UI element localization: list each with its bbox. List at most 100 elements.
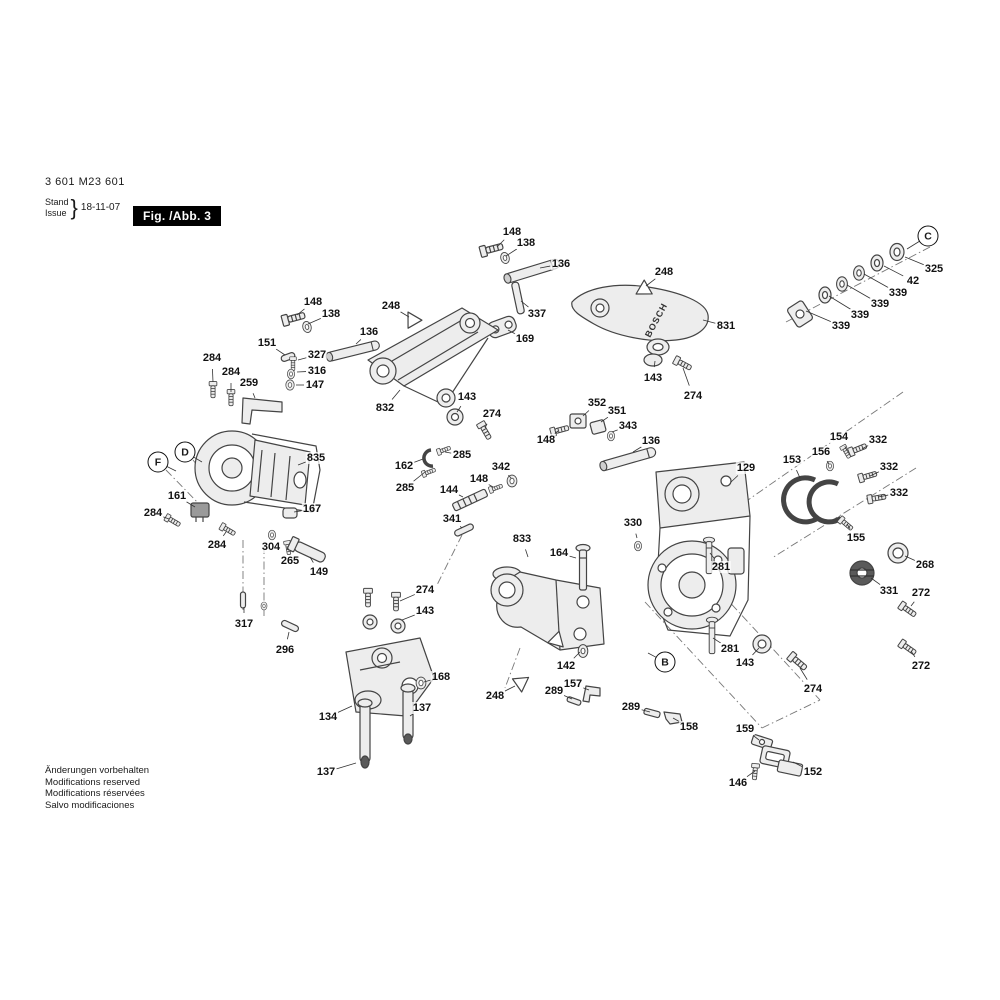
part-number-label: 289 — [620, 701, 642, 713]
part-number-label: 342 — [490, 461, 512, 473]
part-number-label: 332 — [867, 434, 889, 446]
part-number-label: 274 — [682, 390, 704, 402]
figure-badge: Fig. /Abb. 3 — [133, 206, 222, 226]
part-number-label: 284 — [201, 352, 223, 364]
callout-D: D — [174, 441, 196, 463]
part-number-label: 352 — [586, 397, 608, 409]
part-number-label: 284 — [142, 507, 164, 519]
part-number-label: 341 — [441, 513, 463, 525]
part-number-label: 134 — [317, 711, 339, 723]
part-number-label: 152 — [802, 766, 824, 778]
part-number-label: 331 — [878, 585, 900, 597]
part-number-label: 138 — [320, 308, 342, 320]
part-number-label: 137 — [315, 766, 337, 778]
part-number-label: 330 — [622, 517, 644, 529]
part-number-label: 167 — [301, 503, 323, 515]
arm-831: BOSCH — [571, 284, 709, 373]
notice-en: Modifications reserved — [45, 776, 141, 788]
part-number-label: 147 — [304, 379, 326, 391]
part-number-label: 148 — [302, 296, 324, 308]
part-number-label: 316 — [306, 365, 328, 377]
part-number-label: 327 — [306, 349, 328, 361]
latch-assembly-152 — [750, 734, 804, 781]
part-number-label: 274 — [414, 584, 436, 596]
part-number-label: 332 — [878, 461, 900, 473]
part-number-label: 156 — [810, 446, 832, 458]
washer-stack-right — [787, 242, 905, 328]
part-number-label: 343 — [617, 420, 639, 432]
notice-fr: Modifications réservées — [45, 788, 145, 799]
part-number-label: 136 — [358, 326, 380, 338]
part-number-label: 42 — [905, 275, 921, 287]
part-number-label: 337 — [526, 308, 548, 320]
construction-lines — [165, 246, 931, 729]
part-number-label: 265 — [279, 555, 301, 567]
part-number-label: 296 — [274, 644, 296, 656]
part-number-label: 146 — [727, 777, 749, 789]
part-number-label: 274 — [802, 683, 824, 695]
part-number-label: 285 — [451, 449, 473, 461]
part-number-label: 157 — [562, 678, 584, 690]
part-number-label: 155 — [845, 532, 867, 544]
part-number-label: 833 — [511, 533, 533, 545]
brace-glyph: } — [70, 194, 78, 220]
footer-notices: Änderungen vorbehalten Modifications res… — [45, 765, 149, 811]
part-number-label: 161 — [166, 490, 188, 502]
part-number-label: 304 — [260, 541, 282, 553]
part-number-label: 248 — [380, 300, 402, 312]
part-number-label: 248 — [484, 690, 506, 702]
part-number-label: 339 — [869, 298, 891, 310]
part-number-label: 143 — [456, 391, 478, 403]
part-number-label: 317 — [233, 618, 255, 630]
part-number-label: 339 — [849, 309, 871, 321]
part-number-label: 325 — [923, 263, 945, 275]
part-number-label: 168 — [430, 671, 452, 683]
part-number-label: 169 — [514, 333, 536, 345]
pivot-bracket-134 — [345, 587, 435, 769]
document-number: 3 601 M23 601 — [45, 176, 125, 188]
part-number-label: 832 — [374, 402, 396, 414]
part-number-label: 148 — [535, 434, 557, 446]
part-number-label: 272 — [910, 587, 932, 599]
bottom-clips — [566, 685, 683, 725]
part-number-label: 136 — [550, 258, 572, 270]
part-number-label: 153 — [781, 454, 803, 466]
part-number-label: 339 — [830, 320, 852, 332]
part-number-label: 148 — [468, 473, 490, 485]
issue-label: Issue — [45, 207, 67, 218]
part-number-label: 151 — [256, 337, 278, 349]
part-number-label: 137 — [411, 702, 433, 714]
pin-assembly-top — [478, 240, 562, 339]
part-number-label: 351 — [606, 405, 628, 417]
lever-small-parts — [420, 444, 518, 537]
part-number-label: 332 — [888, 487, 910, 499]
part-number-label: 164 — [548, 547, 570, 559]
part-number-label: 272 — [910, 660, 932, 672]
leader-lines — [163, 239, 924, 777]
part-number-label: 143 — [642, 372, 664, 384]
part-number-label: 136 — [640, 435, 662, 447]
yoke-833 — [490, 543, 605, 658]
callout-F: F — [147, 451, 169, 473]
link-frame-832 — [367, 307, 499, 442]
header: 3 601 M23 601 Stand Issue } 18-11-07 — [45, 176, 125, 218]
part-number-label: 281 — [719, 643, 741, 655]
stand-issue-row: Stand Issue } 18-11-07 — [45, 194, 125, 220]
part-number-label: 284 — [206, 539, 228, 551]
part-number-label: 158 — [678, 721, 700, 733]
part-number-label: 268 — [914, 559, 936, 571]
part-number-label: 285 — [394, 482, 416, 494]
notice-es: Salvo modificaciones — [45, 799, 135, 811]
left-pins — [239, 591, 300, 633]
switch-cluster — [549, 413, 658, 473]
notice-de: Änderungen vorbehalten — [45, 765, 150, 776]
part-number-label: 281 — [710, 561, 732, 573]
part-number-label: 138 — [515, 237, 537, 249]
callout-C: C — [917, 225, 939, 247]
part-number-label: 259 — [238, 377, 260, 389]
part-number-label: 144 — [438, 484, 460, 496]
issue-date: 18-11-07 — [80, 202, 121, 213]
part-number-label: 162 — [393, 460, 415, 472]
